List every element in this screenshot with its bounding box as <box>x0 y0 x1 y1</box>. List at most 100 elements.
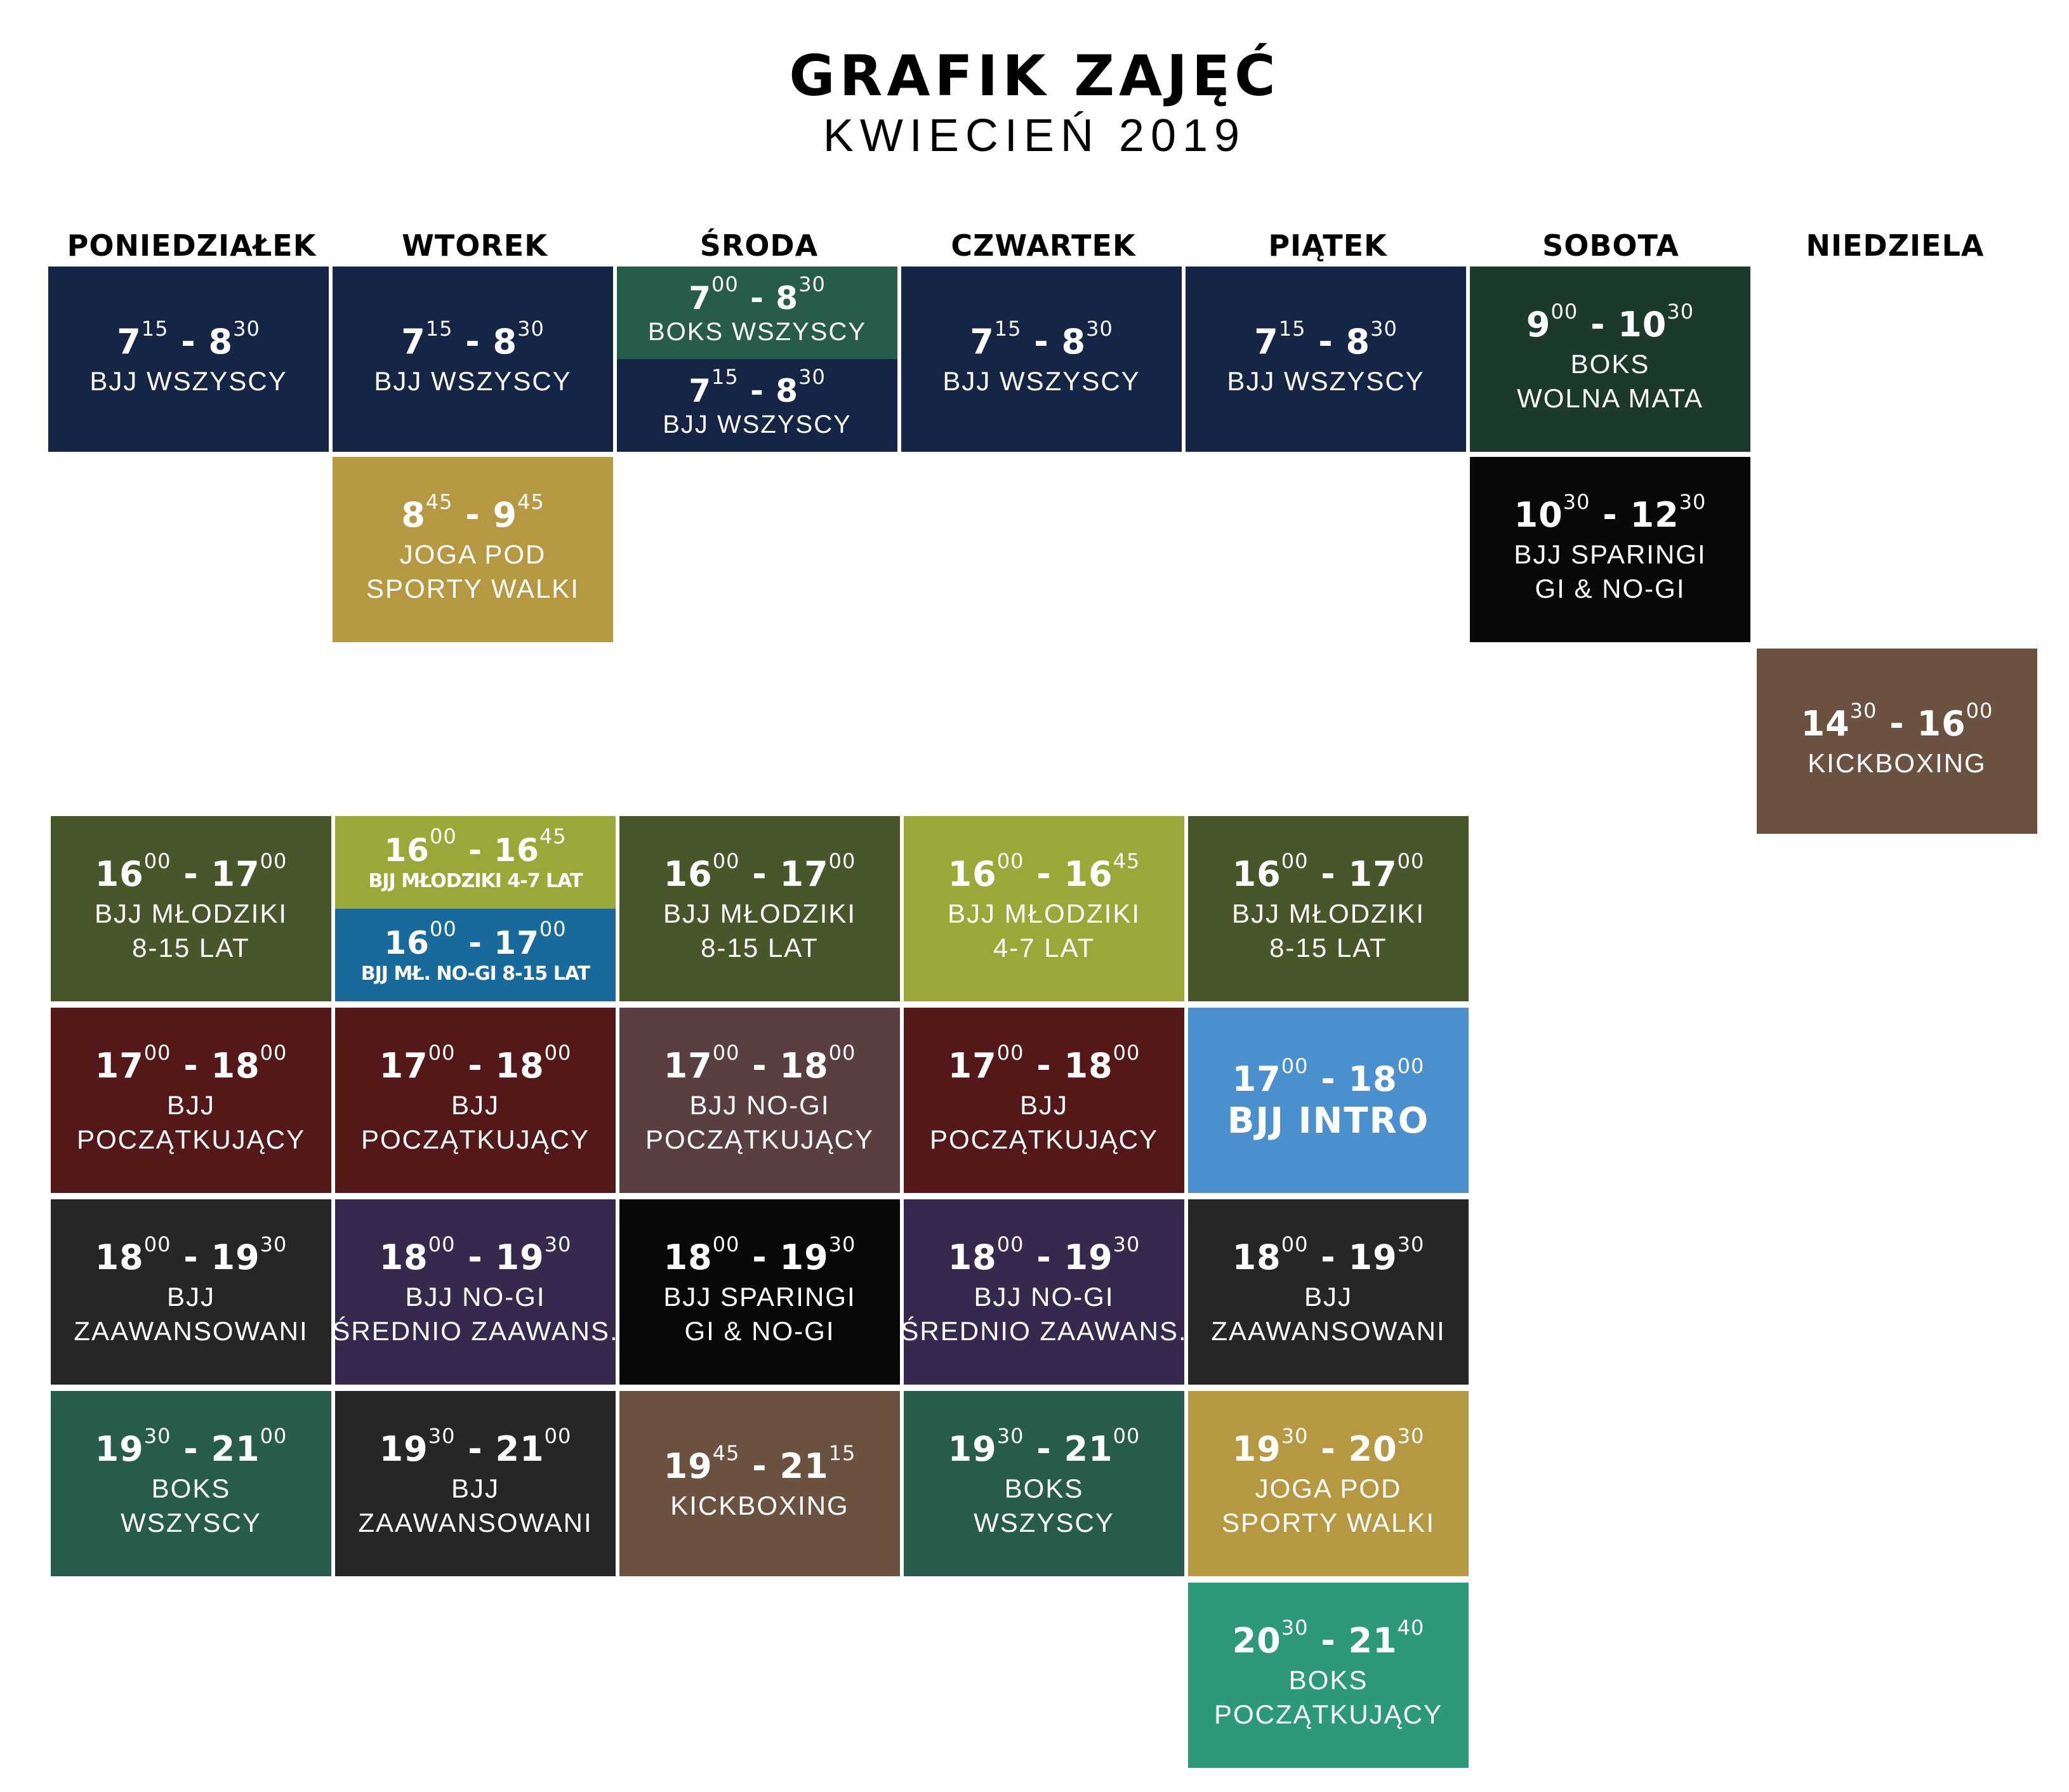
class-time: 715 - 830 <box>401 317 545 362</box>
end-time: 00 <box>260 1041 288 1065</box>
start-time: 30 <box>1849 699 1877 723</box>
start-time: 15 <box>994 317 1022 341</box>
end-time: 30 <box>1370 317 1398 341</box>
class-label: JOGA POD <box>399 539 546 569</box>
start-time: 00 <box>996 849 1024 873</box>
class-label: BJJ SPARINGI <box>1514 539 1707 569</box>
start-time: 16 <box>384 832 430 869</box>
class-label: BJJ <box>1019 1090 1068 1120</box>
end-time: 19 <box>1348 1237 1398 1277</box>
start-time: 18 <box>95 1237 144 1277</box>
class-label: ŚREDNIO ZAAWANS. <box>332 1316 619 1346</box>
class-label: ŚREDNIO ZAAWANS. <box>901 1316 1187 1346</box>
start-time: 30 <box>1281 1616 1309 1640</box>
start-time: 00 <box>711 272 739 296</box>
end-time: 30 <box>1667 300 1695 324</box>
class-time: 1600 - 1700 <box>1232 849 1425 894</box>
class-time: 1930 - 2100 <box>948 1424 1140 1469</box>
class-label: BJJ MŁODZIKI 4-7 LAT <box>368 870 583 892</box>
class-label: JOGA POD <box>1255 1473 1402 1503</box>
end-time: 00 <box>1113 1424 1140 1448</box>
start-time: 19 <box>379 1429 428 1469</box>
class-label: BJJ <box>451 1090 499 1120</box>
class-label: 8-15 LAT <box>132 933 250 963</box>
class-label: BOKS <box>1288 1665 1368 1695</box>
class-time: 1700 - 1800 <box>663 1041 856 1086</box>
start-time: 00 <box>429 824 457 848</box>
end-time: 30 <box>828 1232 856 1256</box>
start-time: 30 <box>1281 1424 1309 1448</box>
start-time: 00 <box>1281 849 1309 873</box>
end-time: 00 <box>539 917 567 941</box>
start-time: 18 <box>663 1237 713 1277</box>
start-time: 18 <box>1232 1237 1281 1277</box>
class-label: WSZYSCY <box>121 1508 261 1538</box>
day-header-sunday: NIEDZIELA <box>1806 228 1985 263</box>
class-time: 1600 - 1645 <box>384 824 567 869</box>
class-label: BJJ NO-GI <box>974 1282 1114 1312</box>
class-label: GI & NO-GI <box>684 1316 835 1346</box>
end-time: 00 <box>1113 1041 1140 1065</box>
class-label: BJJ MŁODZIKI <box>94 899 288 928</box>
start-time: 17 <box>1232 1059 1281 1099</box>
end-time: 30 <box>1086 317 1113 341</box>
end-time: 00 <box>828 1041 856 1065</box>
start-time: 7 <box>970 322 995 362</box>
end-time: 18 <box>211 1046 260 1086</box>
end-time: 10 <box>1618 305 1667 345</box>
class-label: POCZĄTKUJĄCY <box>645 1124 875 1154</box>
end-time: 00 <box>260 849 288 873</box>
class-label: BJJ WSZYSCY <box>1227 366 1425 396</box>
end-time: 9 <box>492 495 518 535</box>
start-time: 17 <box>663 1046 713 1086</box>
end-time: 19 <box>495 1237 545 1277</box>
start-time: 00 <box>1550 300 1578 324</box>
end-time: 40 <box>1397 1616 1425 1640</box>
class-label: POCZĄTKUJĄCY <box>1213 1699 1443 1729</box>
day-header-saturday: SOBOTA <box>1542 228 1679 263</box>
start-time: 00 <box>143 849 171 873</box>
start-time: 00 <box>428 1232 456 1256</box>
class-time: 700 - 830 <box>689 272 826 317</box>
start-time: 16 <box>663 854 713 894</box>
end-time: 19 <box>779 1237 829 1277</box>
start-time: 9 <box>1526 305 1551 345</box>
end-time: 30 <box>798 272 826 296</box>
class-time: 1600 - 1700 <box>95 849 288 894</box>
end-time: 8 <box>208 322 234 362</box>
class-label: POCZĄTKUJĄCY <box>360 1124 590 1154</box>
class-time: 715 - 830 <box>1254 317 1398 362</box>
end-time: 30 <box>1679 490 1707 514</box>
start-time: 00 <box>1281 1232 1309 1256</box>
end-time: 18 <box>495 1046 545 1086</box>
class-label: KICKBOXING <box>1808 748 1986 778</box>
start-time: 00 <box>712 1232 740 1256</box>
start-time: 00 <box>712 1041 740 1065</box>
end-time: 19 <box>1064 1237 1113 1277</box>
start-time: 15 <box>141 317 169 341</box>
class-time: 1600 - 1645 <box>948 849 1140 894</box>
end-time: 00 <box>544 1424 572 1448</box>
end-time: 30 <box>544 1232 572 1256</box>
start-time: 16 <box>948 854 997 894</box>
start-time: 00 <box>428 1041 456 1065</box>
class-label: BJJ WSZYSCY <box>942 366 1140 396</box>
start-time: 7 <box>689 372 711 409</box>
class-label: BJJ <box>166 1090 215 1120</box>
start-time: 17 <box>95 1046 144 1086</box>
class-label: SPORTY WALKI <box>366 574 579 603</box>
end-time: 18 <box>1064 1046 1113 1086</box>
day-header-monday: PONIEDZIAŁEK <box>67 228 317 263</box>
class-time: 1700 - 1800 <box>379 1041 572 1086</box>
